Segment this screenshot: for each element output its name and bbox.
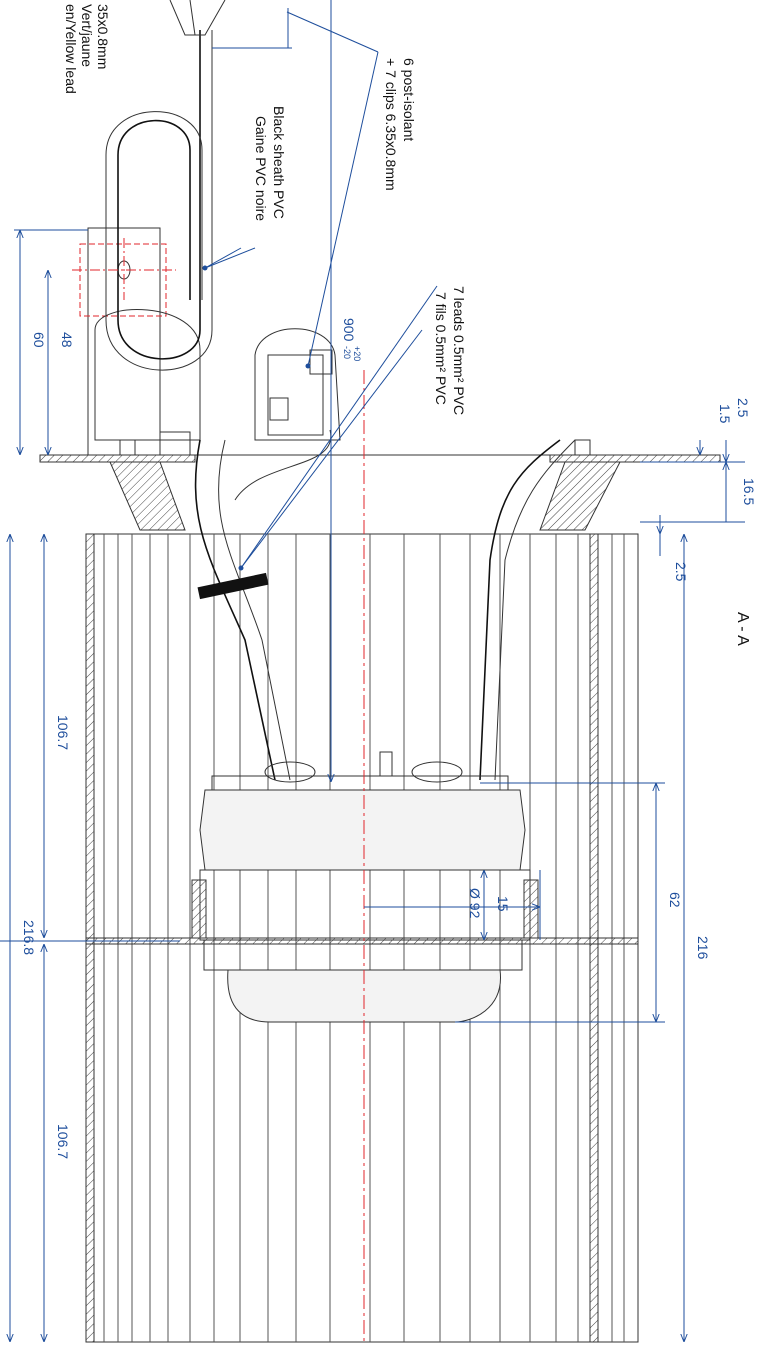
dim-900-tol-lower: -20	[342, 346, 352, 359]
note-top-left-3: en/Yellow lead	[63, 4, 79, 94]
dim-16-5: 16.5	[741, 478, 757, 505]
dimension-values: 900 +20 -20 60 48 2.5 1.5 16.5 2.5 106.7…	[21, 318, 757, 1159]
dim-2-5-top: 2.5	[735, 398, 751, 418]
mounting-flange	[39, 431, 721, 531]
note-top-left-1: 35x0.8mm	[95, 4, 111, 69]
dim-diameter-92: Ø 92	[467, 888, 483, 919]
lead-wires	[194, 429, 576, 781]
note-top-left-2: Vert/jaune	[79, 4, 95, 67]
fan-wheel	[85, 533, 639, 1343]
connector-housing	[254, 328, 341, 441]
cable-sheath	[105, 0, 226, 371]
note-sheath-en: Black sheath PVC	[271, 106, 287, 219]
dim-60: 60	[31, 332, 47, 348]
dim-106-7-upper: 106.7	[55, 715, 71, 750]
note-sheath-fr: Gaine PVC noire	[253, 116, 269, 221]
dim-15: 15	[495, 896, 511, 912]
motor	[191, 751, 539, 1023]
note-connector-1: 6 post-isolant	[401, 58, 417, 141]
notes: 35x0.8mm Vert/jaune en/Yellow lead Black…	[63, 4, 751, 646]
dim-900-tol-upper: +20	[352, 346, 362, 361]
dim-1-5: 1.5	[717, 404, 733, 424]
note-leads-en: 7 leads 0.5mm² PVC	[451, 286, 467, 415]
dim-62: 62	[667, 892, 683, 908]
dimension-lines	[0, 0, 745, 1342]
dim-48: 48	[59, 332, 75, 348]
dim-900: 900	[341, 318, 357, 342]
dim-216: 216	[695, 936, 711, 960]
note-leads-fr: 7 fils 0.5mm² PVC	[433, 292, 449, 405]
bracket	[79, 227, 201, 456]
leader-lines	[202, 11, 438, 571]
dim-106-7-lower: 106.7	[55, 1124, 71, 1159]
section-label: A - A	[734, 612, 751, 646]
dim-216-8: 216.8	[21, 920, 37, 955]
dim-2-5-mid: 2.5	[673, 562, 689, 582]
note-connector-2: + 7 clips 6.35x0.8mm	[383, 58, 399, 191]
